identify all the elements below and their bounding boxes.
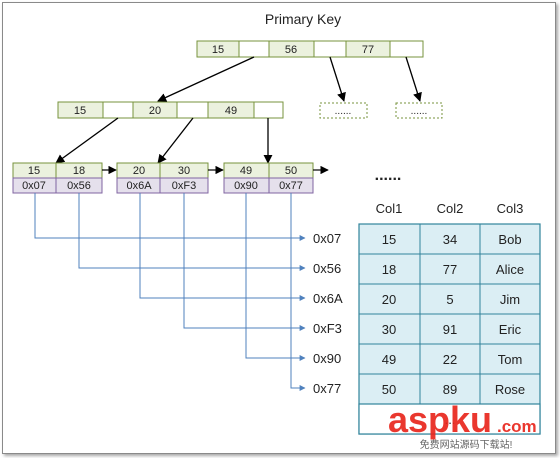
leaf-key: 20 — [133, 165, 145, 177]
data-table — [358, 223, 541, 435]
watermark-caption: 免费网站源码下载站! — [420, 438, 513, 451]
table-cell: Eric — [499, 322, 522, 337]
table-row: 20 5 Jim — [382, 292, 520, 307]
table-cell: Alice — [496, 262, 524, 277]
leaf-key: 30 — [178, 165, 190, 177]
tree-arrow — [157, 56, 255, 102]
watermark-sub: .com — [497, 417, 537, 436]
leaf-address: 0x07 — [22, 180, 46, 192]
table-cell: 89 — [443, 382, 457, 397]
internal-node: 15 20 49 — [57, 101, 284, 119]
table-cell: 49 — [382, 352, 396, 367]
tree-arrow — [157, 117, 194, 164]
root-key: 15 — [212, 44, 224, 56]
diagram-title: Primary Key — [265, 11, 341, 27]
table-cell: 5 — [446, 292, 453, 307]
leaf-address: 0x6A — [126, 180, 152, 192]
table-cell: Rose — [495, 382, 525, 397]
table-cell: 34 — [443, 232, 457, 247]
leaf-key: 49 — [240, 165, 252, 177]
tree-arrow — [329, 56, 346, 102]
table-cell: 30 — [382, 322, 396, 337]
table-header: Col1 — [376, 201, 403, 216]
table-row: 15 34 Bob — [382, 232, 522, 247]
root-key: 77 — [362, 44, 374, 56]
table-row: ... — [445, 412, 456, 427]
table-cell: 20 — [382, 292, 396, 307]
pointer-line — [245, 193, 306, 361]
table-cell: 18 — [382, 262, 396, 277]
table-cell: 22 — [443, 352, 457, 367]
tree-arrow — [55, 117, 119, 164]
table-row: 50 89 Rose — [382, 382, 525, 397]
table-row: 30 91 Eric — [382, 322, 522, 337]
leaf-key: 50 — [285, 165, 297, 177]
table-row: 18 77 Alice — [382, 262, 524, 277]
pointer-line — [183, 193, 306, 331]
leaf-ellipsis: ...... — [375, 167, 402, 184]
leaf-address: 0x90 — [234, 180, 258, 192]
table-cell: Jim — [500, 292, 520, 307]
internal-key: 20 — [149, 105, 161, 117]
root-key: 56 — [285, 44, 297, 56]
pointer-line — [34, 193, 306, 241]
pointer-line — [78, 193, 306, 271]
dotted-node: ...... — [395, 102, 443, 119]
leaf-key: 15 — [28, 165, 40, 177]
table-header: Col3 — [497, 201, 524, 216]
leaf-key: 18 — [73, 165, 85, 177]
pointer-label: 0x07 — [313, 231, 341, 246]
leaf-node: 20 30 0x6A 0xF3 — [116, 162, 209, 194]
pointer-line — [290, 193, 306, 391]
leaf-address: 0x56 — [67, 180, 91, 192]
table-cell: Bob — [498, 232, 521, 247]
table-row: 49 22 Tom — [382, 352, 523, 367]
leaf-node: 49 50 0x90 0x77 — [223, 162, 314, 194]
pointer-label: 0x6A — [313, 291, 343, 306]
pointer-label: 0x90 — [313, 351, 341, 366]
internal-key: 15 — [74, 105, 86, 117]
svg-text:......: ...... — [411, 106, 428, 117]
root-node: 15 56 77 — [196, 40, 424, 58]
svg-text:......: ...... — [335, 106, 352, 117]
leaf-node: 15 18 0x07 0x56 — [12, 162, 103, 194]
pointer-label: 0x56 — [313, 261, 341, 276]
dotted-node: ...... — [319, 102, 368, 119]
tree-arrow — [405, 56, 422, 102]
table-cell: Tom — [498, 352, 523, 367]
table-cell: 50 — [382, 382, 396, 397]
leaf-address: 0xF3 — [172, 180, 196, 192]
watermark-main: aspku — [388, 399, 492, 440]
watermark-logo: aspku .com 免费网站源码下载站! — [388, 399, 537, 451]
leaf-address: 0x77 — [279, 180, 303, 192]
internal-key: 49 — [225, 105, 237, 117]
pointer-label: 0xF3 — [313, 321, 342, 336]
table-cell: 91 — [443, 322, 457, 337]
table-cell: 15 — [382, 232, 396, 247]
pointer-line — [139, 193, 306, 301]
table-header: Col2 — [437, 201, 464, 216]
table-cell: 77 — [443, 262, 457, 277]
table-cell: ... — [445, 412, 456, 427]
pointer-label: 0x77 — [313, 381, 341, 396]
